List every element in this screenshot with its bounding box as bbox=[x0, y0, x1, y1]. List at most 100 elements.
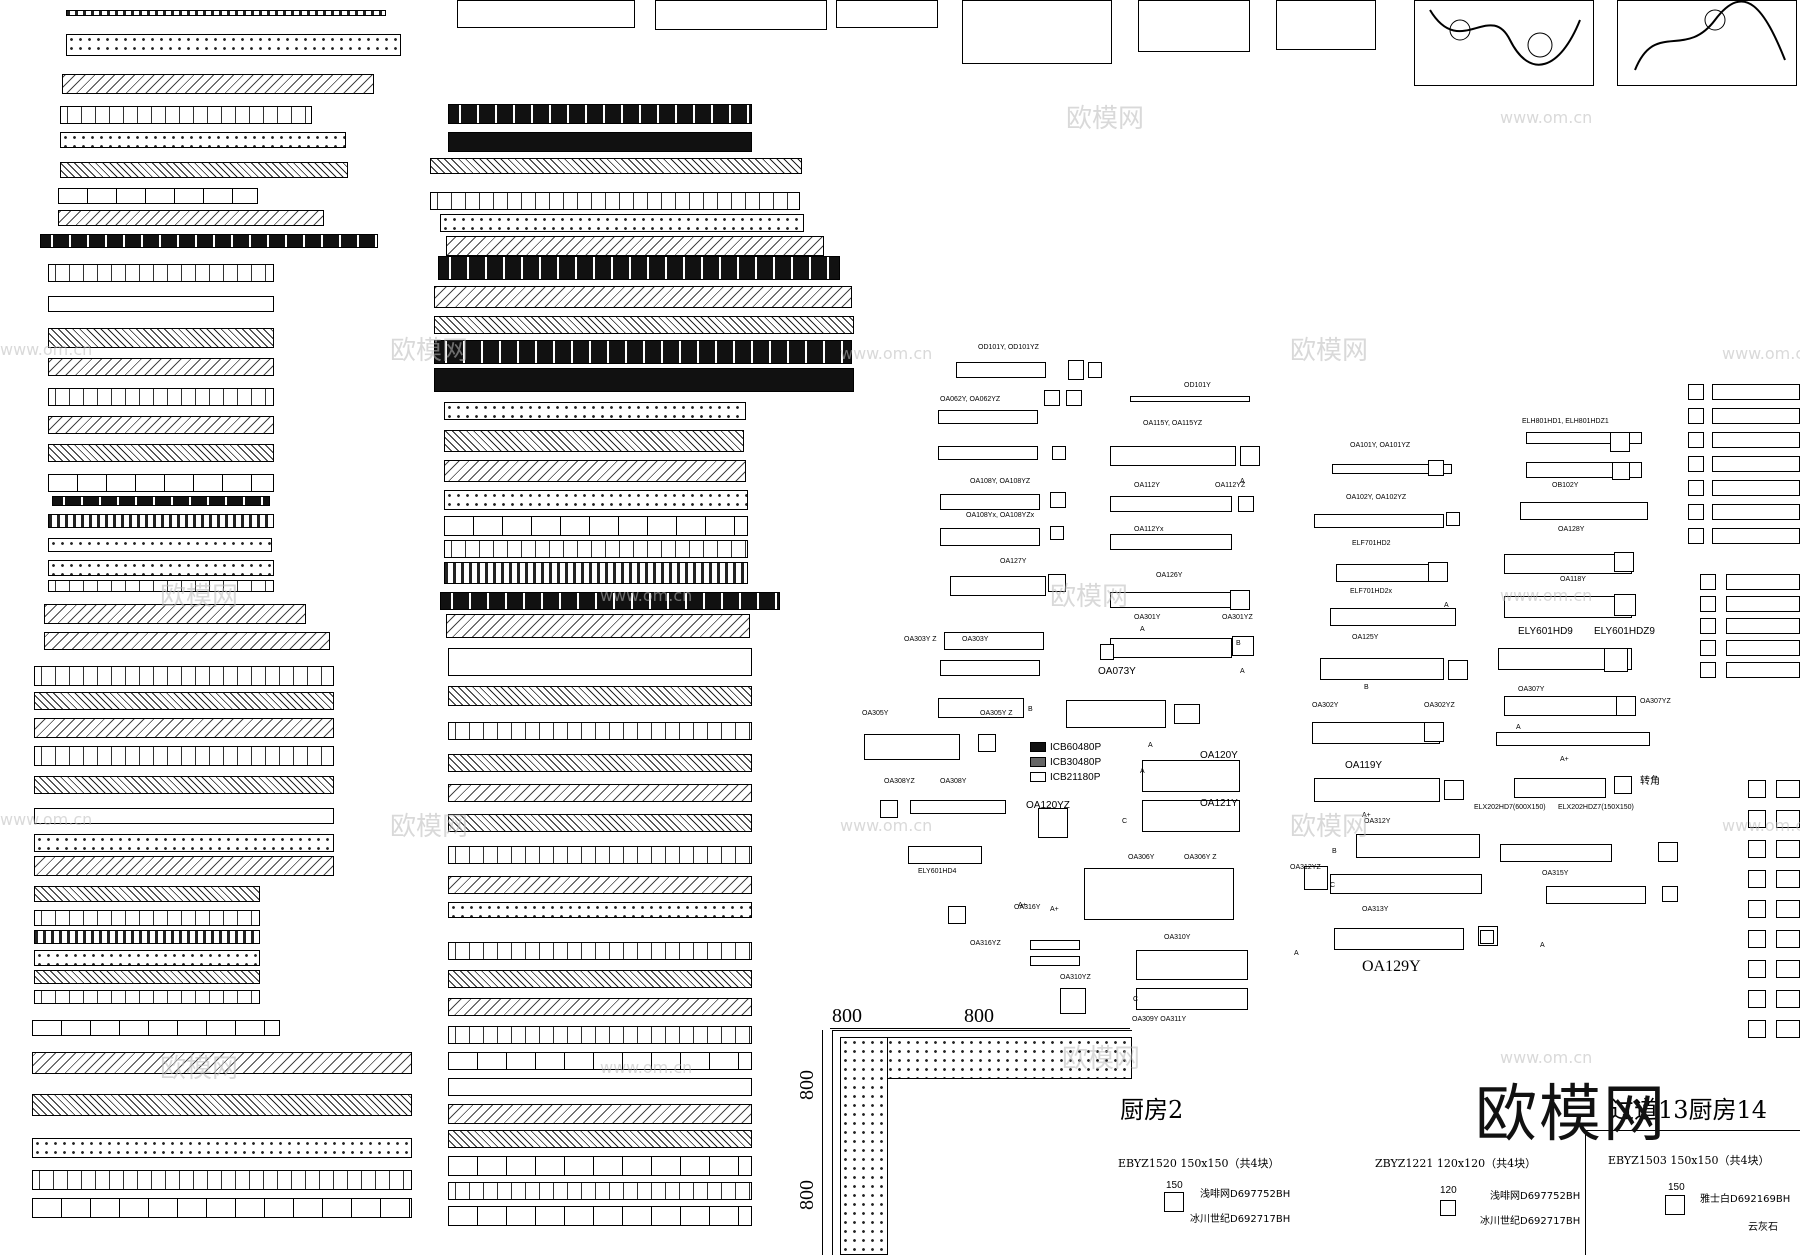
tile-part bbox=[1514, 778, 1606, 798]
tile-part bbox=[1060, 988, 1086, 1014]
tile-part bbox=[1130, 396, 1250, 402]
part-code-label: OA305Y bbox=[862, 710, 889, 717]
border-strip bbox=[48, 538, 272, 552]
corner-tile bbox=[1748, 870, 1766, 888]
tile-part bbox=[956, 362, 1046, 378]
tile-spec: EBYZ1503 150x150（共4块） bbox=[1608, 1154, 1770, 1167]
border-strip bbox=[448, 784, 752, 802]
corner-tile bbox=[1776, 960, 1800, 978]
tile-part bbox=[1662, 886, 1678, 902]
border-strip bbox=[48, 296, 274, 312]
border-strip bbox=[448, 846, 752, 864]
border-strip bbox=[1712, 384, 1800, 400]
tile-part bbox=[944, 632, 1044, 650]
watermark-text: www.om.cn bbox=[0, 810, 93, 829]
watermark-text: 欧模网 bbox=[160, 582, 239, 612]
border-strip bbox=[434, 368, 854, 392]
border-strip bbox=[34, 808, 334, 824]
border-strip bbox=[34, 718, 334, 738]
tile-part bbox=[1614, 594, 1636, 616]
border-strip bbox=[448, 648, 752, 676]
border-strip bbox=[434, 340, 852, 364]
border-strip bbox=[1712, 432, 1800, 448]
border-strip bbox=[48, 416, 274, 434]
watermark-text: www.om.cn bbox=[1722, 344, 1800, 363]
tile-part bbox=[1052, 446, 1066, 460]
border-strip bbox=[34, 990, 260, 1004]
tile-part bbox=[1546, 886, 1646, 904]
tile-part bbox=[1614, 776, 1632, 794]
border-strip bbox=[448, 1156, 752, 1176]
tile-part bbox=[1050, 526, 1064, 540]
part-code-label: ELF701HD2 bbox=[1352, 540, 1391, 547]
legend-label: ICB30480P bbox=[1050, 757, 1102, 768]
border-strip bbox=[40, 234, 378, 248]
border-strip bbox=[48, 388, 274, 406]
dimension-label: 800 bbox=[832, 1005, 862, 1027]
border-strip bbox=[48, 264, 274, 282]
corner-tile bbox=[1776, 900, 1800, 918]
tile-part bbox=[1030, 956, 1080, 966]
border-strip bbox=[444, 402, 746, 420]
border-strip bbox=[34, 930, 260, 944]
part-code-label: OA302YZ bbox=[1424, 702, 1455, 709]
tile-part bbox=[1444, 780, 1464, 800]
tile-part bbox=[948, 906, 966, 924]
legend-label: ICB21180P bbox=[1050, 772, 1101, 783]
border-strip bbox=[1726, 662, 1800, 678]
tile-part bbox=[1110, 496, 1232, 512]
material-label: 云灰石 bbox=[1748, 1222, 1778, 1233]
border-strip bbox=[448, 814, 752, 832]
tile-part bbox=[938, 446, 1038, 460]
dimension-label: 800 bbox=[796, 1070, 818, 1100]
border-strip bbox=[1726, 574, 1800, 590]
grade-mark: B bbox=[1028, 706, 1033, 713]
corner-tile bbox=[1688, 384, 1704, 400]
corner-tile bbox=[1700, 618, 1716, 634]
part-code-label: OA120Y bbox=[1200, 750, 1238, 761]
border-strip bbox=[48, 514, 274, 528]
grade-mark: A bbox=[1148, 742, 1153, 749]
border-strip bbox=[446, 236, 824, 256]
corner-tile bbox=[1688, 528, 1704, 544]
tile-part bbox=[880, 800, 898, 818]
part-code-label: OA308Y bbox=[940, 778, 967, 785]
corner-tile bbox=[1700, 596, 1716, 612]
tile-spec: EBYZ1520 150x150（共4块） bbox=[1118, 1157, 1280, 1170]
border-strip bbox=[430, 192, 800, 210]
corner-tile bbox=[1776, 1020, 1800, 1038]
tile-part bbox=[1658, 842, 1678, 862]
part-code-label: OA120YZ bbox=[1026, 800, 1070, 811]
watermark-text: 欧模网 bbox=[160, 1054, 239, 1084]
border-strip bbox=[58, 188, 258, 204]
top-tile bbox=[1414, 0, 1594, 86]
border-strip bbox=[48, 358, 274, 376]
border-strip bbox=[34, 856, 334, 876]
grade-mark: A bbox=[1444, 602, 1449, 609]
tile-part bbox=[1610, 432, 1630, 452]
panel-divider bbox=[1585, 1130, 1586, 1255]
grade-mark: A bbox=[1140, 626, 1145, 633]
room-title: 厨房2 bbox=[1120, 1096, 1184, 1124]
legend-swatch bbox=[1030, 757, 1046, 767]
part-code-label: OA313Y bbox=[1362, 906, 1389, 913]
corner-tile bbox=[1748, 900, 1766, 918]
tile-part bbox=[1312, 722, 1440, 744]
border-strip bbox=[34, 692, 334, 710]
watermark-text: www.om.cn bbox=[1500, 108, 1593, 127]
border-strip bbox=[444, 460, 746, 482]
part-code-label: OA121Y bbox=[1200, 798, 1238, 809]
dimension-line bbox=[822, 1030, 823, 1255]
tile-part bbox=[1520, 502, 1648, 520]
part-code-label: OA303Y Z bbox=[904, 636, 937, 643]
tile-swatch bbox=[1164, 1192, 1184, 1212]
corner-tile bbox=[1776, 840, 1800, 858]
tile-part bbox=[1066, 700, 1166, 728]
border-strip bbox=[438, 256, 840, 280]
border-strip bbox=[448, 902, 752, 918]
tile-part bbox=[1230, 590, 1250, 610]
tile-part bbox=[1030, 940, 1080, 950]
grade-mark: A+ bbox=[1560, 756, 1569, 763]
tile-part bbox=[1446, 512, 1460, 526]
